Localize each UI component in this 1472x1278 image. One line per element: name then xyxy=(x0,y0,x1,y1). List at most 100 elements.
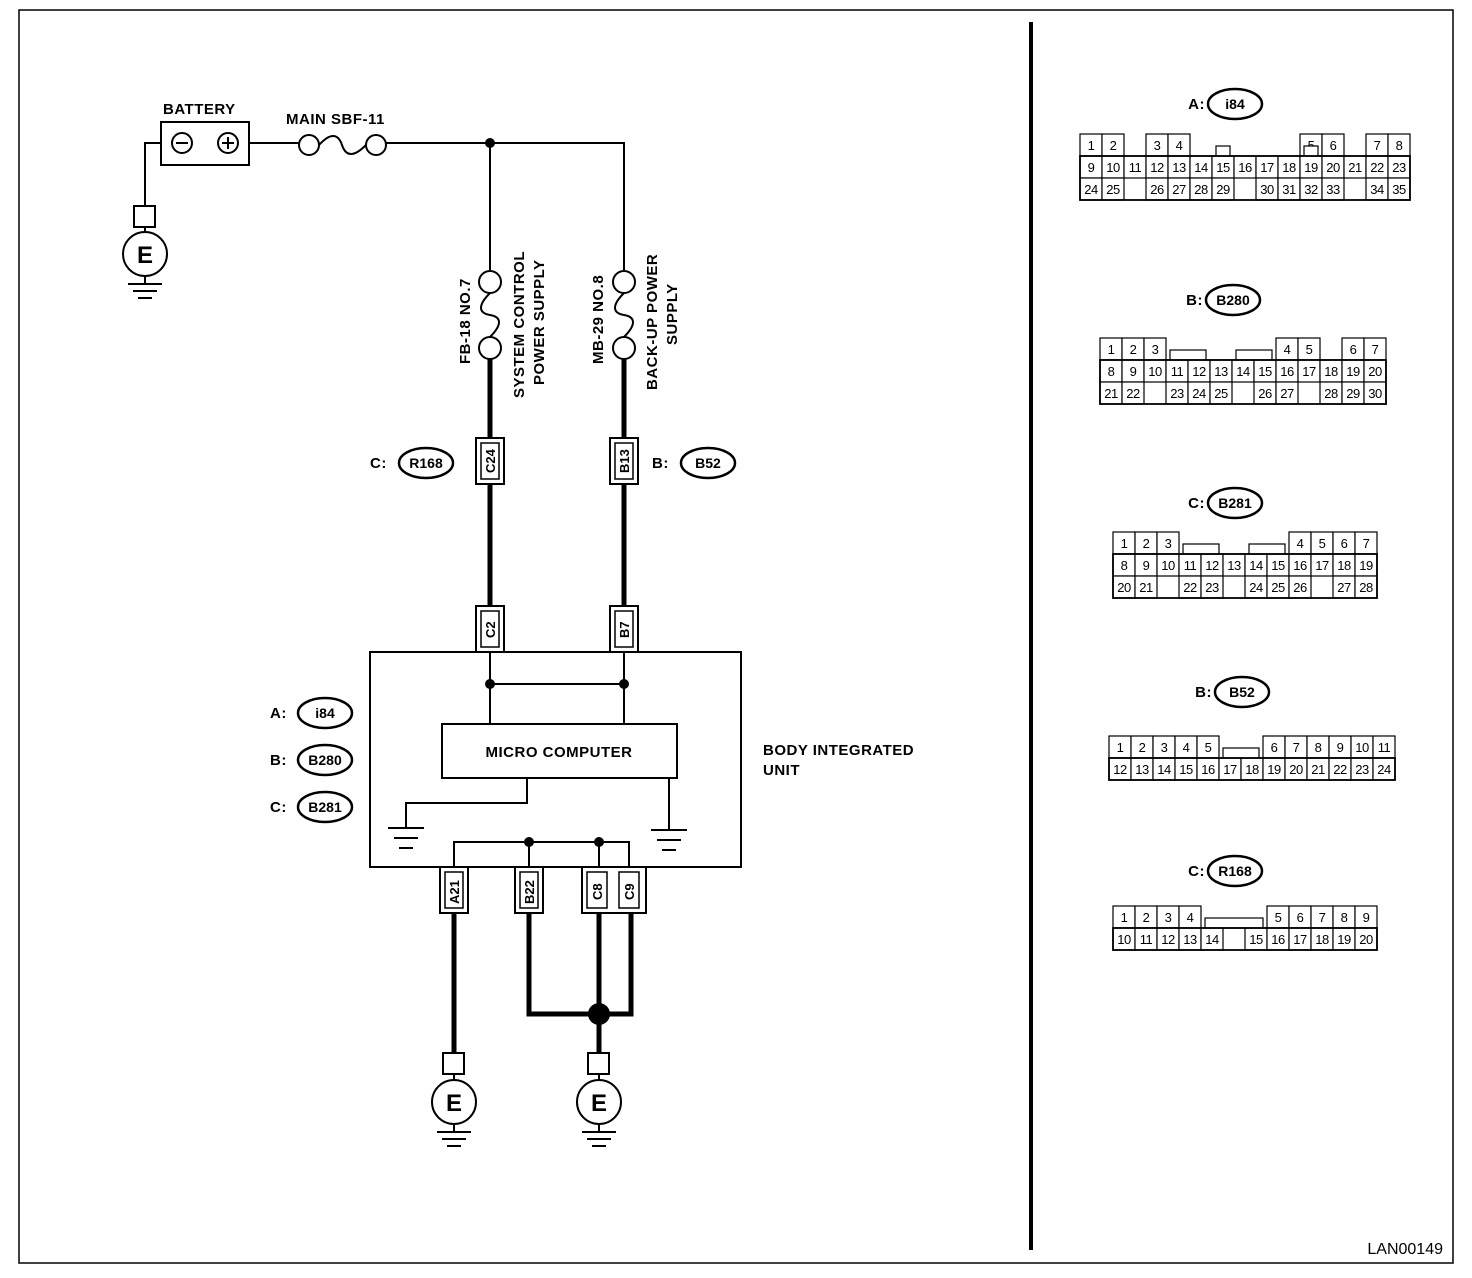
pin-number: 19 xyxy=(1337,932,1351,947)
pin-number: 13 xyxy=(1172,160,1186,175)
pin-number: 17 xyxy=(1223,762,1237,777)
pin-number: 20 xyxy=(1117,580,1131,595)
pin-number: 22 xyxy=(1126,386,1140,401)
pin-number: 5 xyxy=(1205,740,1212,755)
connector-code: B281 xyxy=(1218,495,1252,511)
svg-text:E: E xyxy=(446,1090,462,1117)
pin-number: 23 xyxy=(1205,580,1219,595)
pin-number: 15 xyxy=(1271,558,1285,573)
pin-number: 12 xyxy=(1205,558,1219,573)
pin-number: 28 xyxy=(1359,580,1373,595)
fuse-fb18-desc-2: POWER SUPPLY xyxy=(531,260,548,385)
pin-number: 15 xyxy=(1216,160,1230,175)
pin-number: 4 xyxy=(1284,342,1291,357)
pin-number: 14 xyxy=(1157,762,1171,777)
svg-text:C9: C9 xyxy=(622,883,637,900)
pin-number: 7 xyxy=(1293,740,1300,755)
connector-lock-tab xyxy=(1248,543,1286,555)
pin-number: 16 xyxy=(1293,558,1307,573)
connector-prefix: C: xyxy=(1188,495,1205,512)
svg-text:C2: C2 xyxy=(483,621,498,638)
pin-number: 7 xyxy=(1319,910,1326,925)
pin-number: 3 xyxy=(1161,740,1168,755)
terminal-b7: B7 xyxy=(609,605,639,653)
pin-number: 16 xyxy=(1271,932,1285,947)
pin-number: 7 xyxy=(1372,342,1379,357)
pin-number: 18 xyxy=(1282,160,1296,175)
pin-number: 22 xyxy=(1183,580,1197,595)
pin-number: 10 xyxy=(1148,364,1162,379)
pin-number: 10 xyxy=(1106,160,1120,175)
pin-number: 9 xyxy=(1363,910,1370,925)
pin-number: 6 xyxy=(1350,342,1357,357)
pin-number: 35 xyxy=(1392,182,1406,197)
pin-number: 18 xyxy=(1337,558,1351,573)
pin-number: 14 xyxy=(1236,364,1250,379)
pin-number: 11 xyxy=(1171,364,1184,379)
pin-number: 1 xyxy=(1108,342,1115,357)
pin-number: 15 xyxy=(1258,364,1272,379)
svg-text:C:: C: xyxy=(370,455,387,472)
pin-number: 29 xyxy=(1216,182,1230,197)
pin-number: 6 xyxy=(1271,740,1278,755)
ground-symbol-battery: E xyxy=(122,205,168,299)
pin-number: 25 xyxy=(1271,580,1285,595)
connector-lock-tab xyxy=(1235,349,1273,361)
pin-number: 18 xyxy=(1324,364,1338,379)
svg-text:E: E xyxy=(591,1090,607,1117)
pin-number: 13 xyxy=(1135,762,1149,777)
pin-number: 12 xyxy=(1150,160,1164,175)
pin-number: 3 xyxy=(1154,138,1161,153)
connector-prefix: B: xyxy=(1195,684,1212,701)
pin-number: 1 xyxy=(1121,536,1128,551)
pin-number: 9 xyxy=(1337,740,1344,755)
pin-number: 2 xyxy=(1143,910,1150,925)
pin-number: 22 xyxy=(1333,762,1347,777)
pin-number: 6 xyxy=(1330,138,1337,153)
battery-label: BATTERY xyxy=(163,101,236,118)
pin-number: 29 xyxy=(1346,386,1360,401)
callout-r168: C: R168 xyxy=(370,446,455,480)
pin-number: 6 xyxy=(1341,536,1348,551)
pin-number: 24 xyxy=(1249,580,1263,595)
pin-number: 8 xyxy=(1121,558,1128,573)
callout-b52: B: B52 xyxy=(652,446,737,480)
terminal-b13: B13 xyxy=(609,437,639,485)
pin-number: 20 xyxy=(1368,364,1382,379)
pin-number: 8 xyxy=(1341,910,1348,925)
svg-text:B:: B: xyxy=(270,752,287,769)
pin-number: 15 xyxy=(1179,762,1193,777)
pin-number: 8 xyxy=(1396,138,1403,153)
pin-number: 19 xyxy=(1304,160,1318,175)
pin-number: 27 xyxy=(1172,182,1186,197)
pin-number: 10 xyxy=(1117,932,1131,947)
pin-number: 10 xyxy=(1355,740,1369,755)
connector-lock-tab xyxy=(1303,145,1319,157)
diagram-frame xyxy=(18,9,1454,1264)
svg-text:A21: A21 xyxy=(447,880,462,904)
svg-text:C8: C8 xyxy=(590,883,605,900)
pin-number: 9 xyxy=(1130,364,1137,379)
pin-number: 32 xyxy=(1304,182,1318,197)
svg-text:E: E xyxy=(137,242,153,269)
pin-number: 8 xyxy=(1315,740,1322,755)
pin-number: 3 xyxy=(1152,342,1159,357)
pin-number: 31 xyxy=(1282,182,1296,197)
pin-number: 18 xyxy=(1315,932,1329,947)
callout-i84: A: i84 xyxy=(270,696,354,730)
pin-number: 25 xyxy=(1106,182,1120,197)
pin-number: 21 xyxy=(1104,386,1118,401)
pin-number: 2 xyxy=(1110,138,1117,153)
pin-number: 6 xyxy=(1297,910,1304,925)
pin-number: 13 xyxy=(1214,364,1228,379)
pin-number: 12 xyxy=(1161,932,1175,947)
connector-lock-tab xyxy=(1204,917,1264,929)
terminal-c8-c9: C8 C9 xyxy=(581,866,647,914)
battery: BATTERY xyxy=(160,101,250,166)
terminal-b22: B22 xyxy=(514,866,544,914)
svg-text:C24: C24 xyxy=(483,448,498,473)
